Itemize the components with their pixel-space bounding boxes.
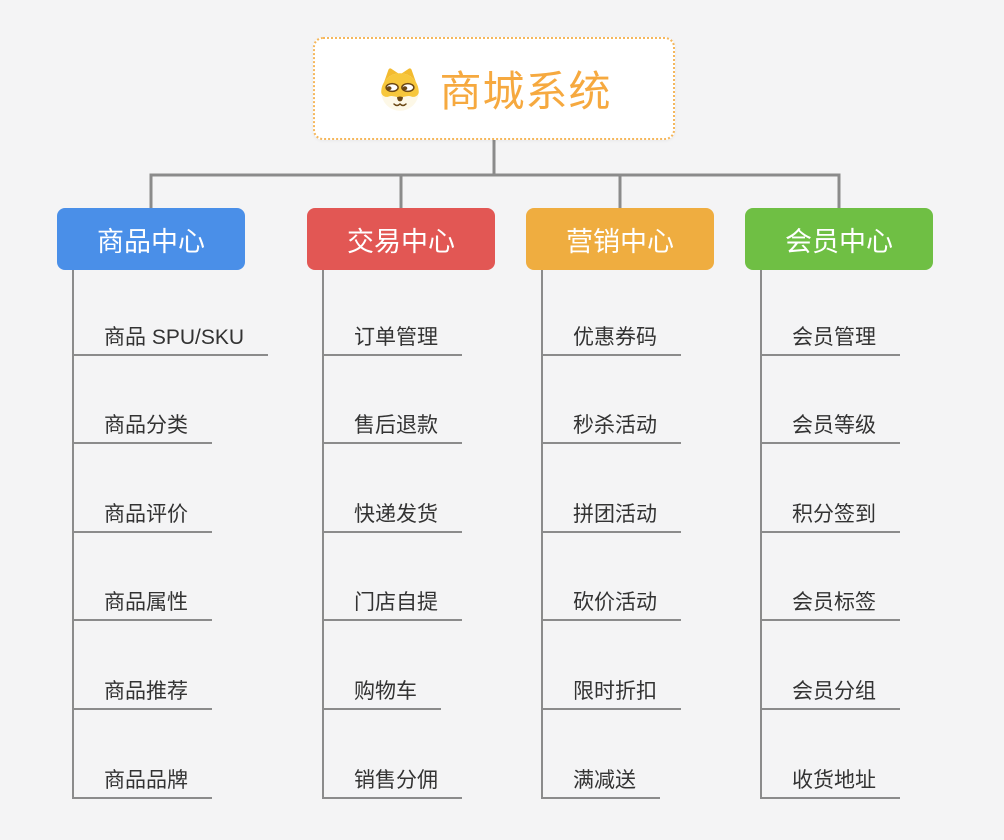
branch-spine-trade-center bbox=[322, 270, 324, 799]
mindmap-node-item[interactable]: 商品品牌 bbox=[72, 764, 212, 799]
branch-spine-marketing-center bbox=[541, 270, 543, 799]
mindmap-node-item[interactable]: 会员等级 bbox=[760, 409, 900, 444]
mindmap-node-item[interactable]: 销售分佣 bbox=[322, 764, 462, 799]
mindmap-node-item[interactable]: 砍价活动 bbox=[541, 586, 681, 621]
mindmap-node-item[interactable]: 秒杀活动 bbox=[541, 409, 681, 444]
branch-header-member-center[interactable]: 会员中心 bbox=[745, 208, 933, 270]
mindmap-node-item[interactable]: 拼团活动 bbox=[541, 498, 681, 533]
mindmap-node-item[interactable]: 收货地址 bbox=[760, 764, 900, 799]
mindmap-node-item[interactable]: 会员标签 bbox=[760, 586, 900, 621]
mindmap-node-item[interactable]: 商品评价 bbox=[72, 498, 212, 533]
mindmap-node-item[interactable]: 购物车 bbox=[322, 675, 441, 710]
root-node-title: 商城系统 bbox=[439, 68, 612, 115]
mindmap-node-item[interactable]: 订单管理 bbox=[322, 321, 462, 356]
mindmap-node-item[interactable]: 商品 SPU/SKU bbox=[72, 321, 269, 356]
mindmap-node-item[interactable]: 商品推荐 bbox=[72, 675, 212, 710]
mindmap-node-item[interactable]: 售后退款 bbox=[322, 409, 462, 444]
branch-spine-member-center bbox=[760, 270, 762, 799]
mindmap-node-item[interactable]: 限时折扣 bbox=[541, 675, 681, 710]
mindmap-node-item[interactable]: 积分签到 bbox=[760, 498, 900, 533]
dog-face-icon bbox=[381, 67, 420, 111]
mindmap-node-item[interactable]: 优惠券码 bbox=[541, 321, 681, 356]
branch-header-product-center[interactable]: 商品中心 bbox=[57, 208, 245, 270]
mindmap-node-item[interactable]: 快递发货 bbox=[322, 498, 462, 533]
mindmap-node-item[interactable]: 会员管理 bbox=[760, 321, 900, 356]
root-node[interactable]: 商城系统 bbox=[313, 37, 675, 140]
mindmap-node-item[interactable]: 会员分组 bbox=[760, 675, 900, 710]
mindmap-node-item[interactable]: 满减送 bbox=[541, 764, 660, 799]
branch-header-trade-center[interactable]: 交易中心 bbox=[307, 208, 495, 270]
mindmap-node-item[interactable]: 商品属性 bbox=[72, 586, 212, 621]
branch-spine-product-center bbox=[72, 270, 74, 799]
mindmap-node-item[interactable]: 门店自提 bbox=[322, 586, 462, 621]
branch-header-marketing-center[interactable]: 营销中心 bbox=[526, 208, 714, 270]
mindmap-node-item[interactable]: 商品分类 bbox=[72, 409, 212, 444]
